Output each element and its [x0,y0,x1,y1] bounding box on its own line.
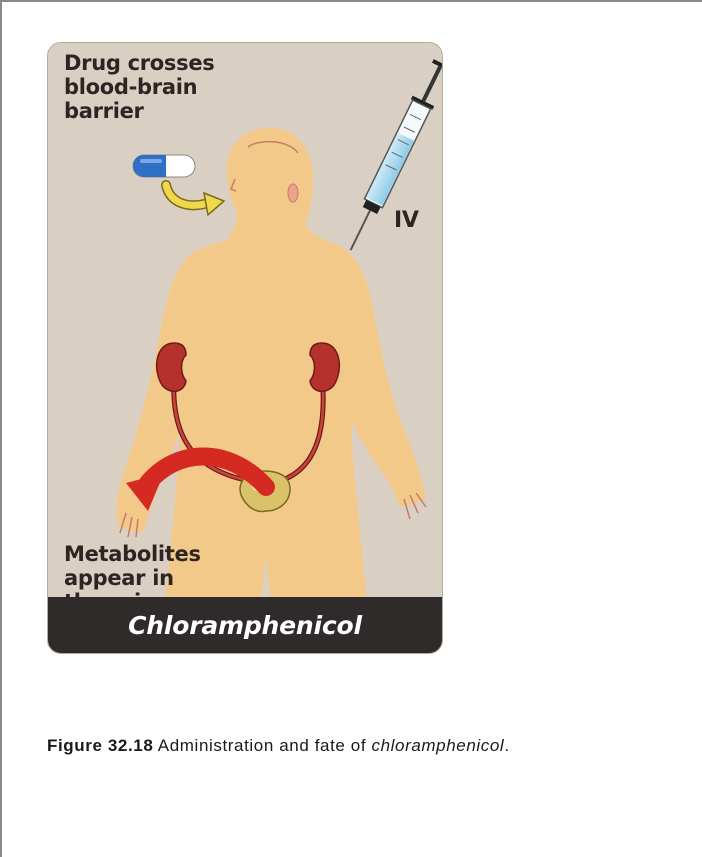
label-line: appear in [64,566,264,590]
figure-caption: Figure 32.18 Administration and fate of … [47,736,687,756]
oral-route-arrow [166,185,224,215]
iv-label: IV [394,209,419,233]
capsule-icon [133,155,195,177]
label-line: barrier [64,99,264,123]
frame-left-border [0,0,2,857]
label-line: Metabolites [64,542,264,566]
frame-top-border [0,0,702,2]
syringe-icon [340,58,443,255]
figure-number: Figure 32.18 [47,736,153,755]
label-line: blood-brain [64,75,264,99]
caption-drug-name: chloramphenicol [372,736,505,755]
banner-title: Chloramphenicol [128,611,362,640]
drug-name-banner: Chloramphenicol [48,597,442,653]
caption-end: . [504,736,509,755]
label-line: Drug crosses [64,51,264,75]
figure-illustration: Drug crosses blood-brain barrier IV Meta… [47,42,443,654]
caption-text: Administration and fate of [153,736,371,755]
blood-brain-barrier-label: Drug crosses blood-brain barrier [64,51,264,123]
